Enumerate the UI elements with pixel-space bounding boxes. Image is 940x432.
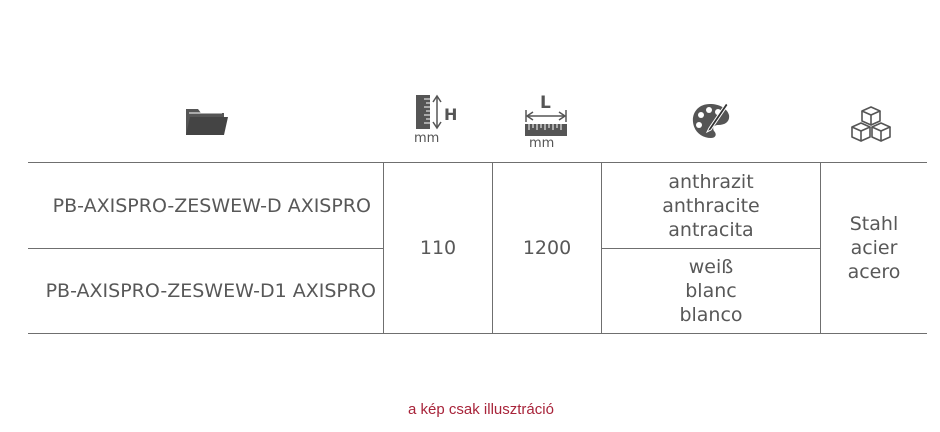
material-cell: Stahl acier acero <box>821 163 927 333</box>
height-value: 110 <box>419 237 457 259</box>
table-bottom-border <box>28 333 927 334</box>
color-es: blanco <box>679 304 743 326</box>
length-letter: L <box>540 93 551 113</box>
color-de: weiß <box>688 256 734 278</box>
height-letter: H <box>444 105 457 124</box>
material-fr: acier <box>850 237 898 259</box>
illustration-note: a kép csak illusztráció <box>408 401 554 418</box>
length-unit: mm <box>529 136 555 151</box>
column-divider <box>601 162 602 334</box>
column-divider <box>383 162 384 334</box>
color-fr: anthracite <box>662 194 760 217</box>
column-divider <box>492 162 493 334</box>
color-de: anthrazit <box>668 170 754 193</box>
length-value: 1200 <box>522 237 572 259</box>
palette-icon <box>692 102 730 138</box>
table-top-border <box>28 162 927 163</box>
height-unit: mm <box>414 131 440 146</box>
row-divider <box>28 248 383 249</box>
material-cubes-icon <box>851 106 891 142</box>
height-icon: H <box>416 94 457 130</box>
table-row: PB-AXISPRO-ZESWEW-D AXISPRO <box>28 163 371 248</box>
model-name: PB-AXISPRO-ZESWEW-D1 AXISPRO <box>45 280 376 302</box>
folder-icon <box>186 109 228 135</box>
color-fr: blanc <box>685 280 737 302</box>
color-es: antracita <box>668 218 754 241</box>
color-cell: weiß blanc blanco <box>602 249 820 333</box>
material-es: acero <box>847 261 901 283</box>
model-name: PB-AXISPRO-ZESWEW-D AXISPRO <box>52 194 371 217</box>
column-divider <box>820 162 821 334</box>
material-de: Stahl <box>849 213 899 235</box>
row-divider-color <box>601 248 820 249</box>
color-cell: anthrazit anthracite antracita <box>602 163 820 248</box>
length-icon: L <box>525 93 567 136</box>
table-row: PB-AXISPRO-ZESWEW-D1 AXISPRO <box>28 249 376 333</box>
